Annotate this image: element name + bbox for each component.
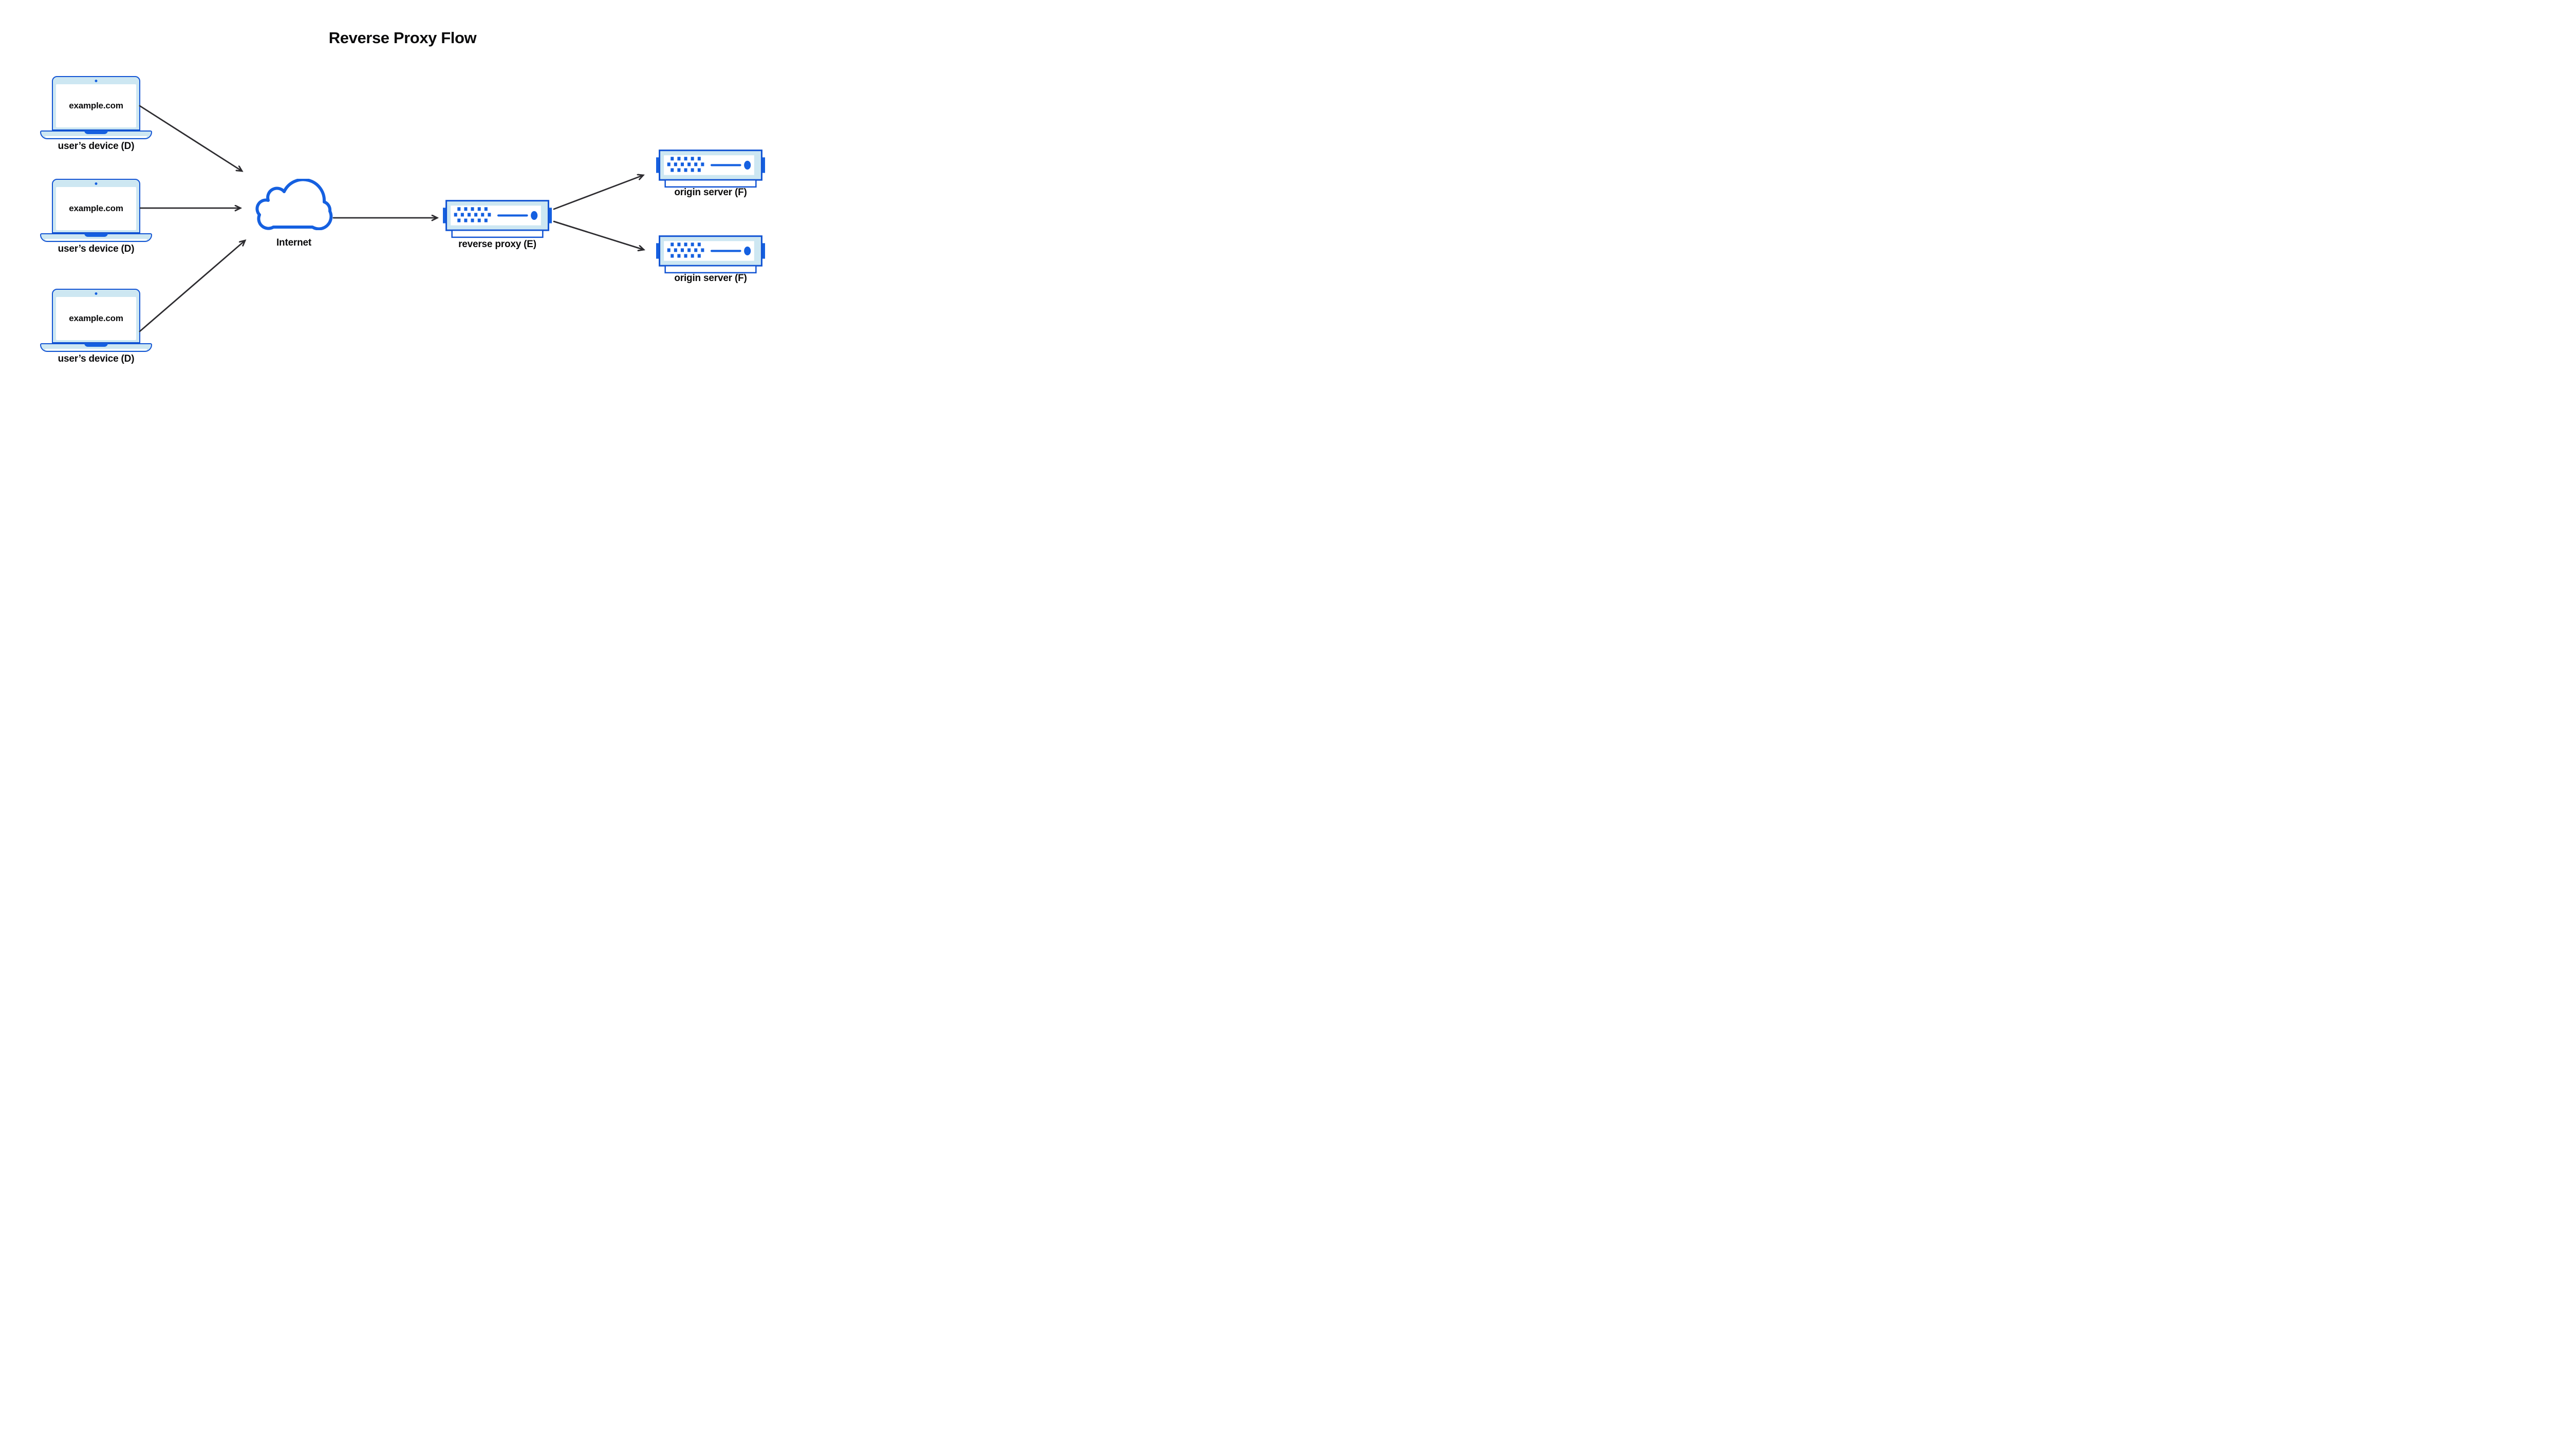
- screen-url-text: example.com: [69, 313, 123, 323]
- user-device-3: example.com user’s device (D): [40, 289, 152, 367]
- laptop-notch: [84, 343, 108, 347]
- laptop-notch: [84, 130, 108, 134]
- camera-dot-icon: [95, 80, 98, 82]
- camera-dot-icon: [95, 182, 98, 185]
- device-label: user’s device (D): [58, 244, 135, 254]
- laptop-screen: example.com: [56, 187, 136, 230]
- device-label: user’s device (D): [58, 353, 135, 364]
- origin-server-1: origin server (F): [656, 150, 765, 206]
- user-device-2: example.com user’s device (D): [40, 179, 152, 257]
- diagram-title: Reverse Proxy Flow: [328, 29, 477, 47]
- server-icon: [656, 235, 765, 274]
- origin-server-label: origin server (F): [674, 187, 747, 198]
- origin-server-2: origin server (F): [656, 235, 765, 292]
- server-vents-icon: [667, 157, 704, 172]
- reverse-proxy-flow-diagram: Reverse Proxy Flow example.com user’s de…: [0, 0, 805, 403]
- server-led-icon: [744, 160, 751, 170]
- arrow-device3-to-internet: [139, 240, 245, 332]
- arrow-proxy-to-origin2: [553, 220, 644, 250]
- screen-url-text: example.com: [69, 101, 123, 110]
- server-base: [664, 265, 757, 274]
- server-base: [664, 179, 757, 188]
- user-device-1: example.com user’s device (D): [40, 76, 152, 154]
- server-vents-icon: [454, 207, 491, 222]
- arrow-device1-to-internet: [139, 105, 242, 171]
- reverse-proxy: reverse proxy (E): [443, 200, 552, 256]
- laptop-screen: example.com: [56, 297, 136, 340]
- origin-server-label: origin server (F): [674, 273, 747, 284]
- server-base: [451, 229, 544, 238]
- laptop-notch: [84, 233, 108, 237]
- internet-node: Internet: [253, 179, 335, 251]
- server-led-icon: [744, 246, 751, 256]
- server-vents-icon: [667, 242, 704, 258]
- screen-url-text: example.com: [69, 203, 123, 213]
- laptop-screen: example.com: [56, 84, 136, 127]
- server-icon: [443, 200, 552, 238]
- server-led-icon: [531, 211, 538, 220]
- internet-label: Internet: [276, 237, 312, 248]
- cloud-icon: [255, 179, 333, 230]
- server-icon: [656, 150, 765, 188]
- device-label: user’s device (D): [58, 141, 135, 152]
- camera-dot-icon: [95, 292, 98, 295]
- arrow-proxy-to-origin1: [553, 175, 643, 210]
- reverse-proxy-label: reverse proxy (E): [458, 239, 536, 250]
